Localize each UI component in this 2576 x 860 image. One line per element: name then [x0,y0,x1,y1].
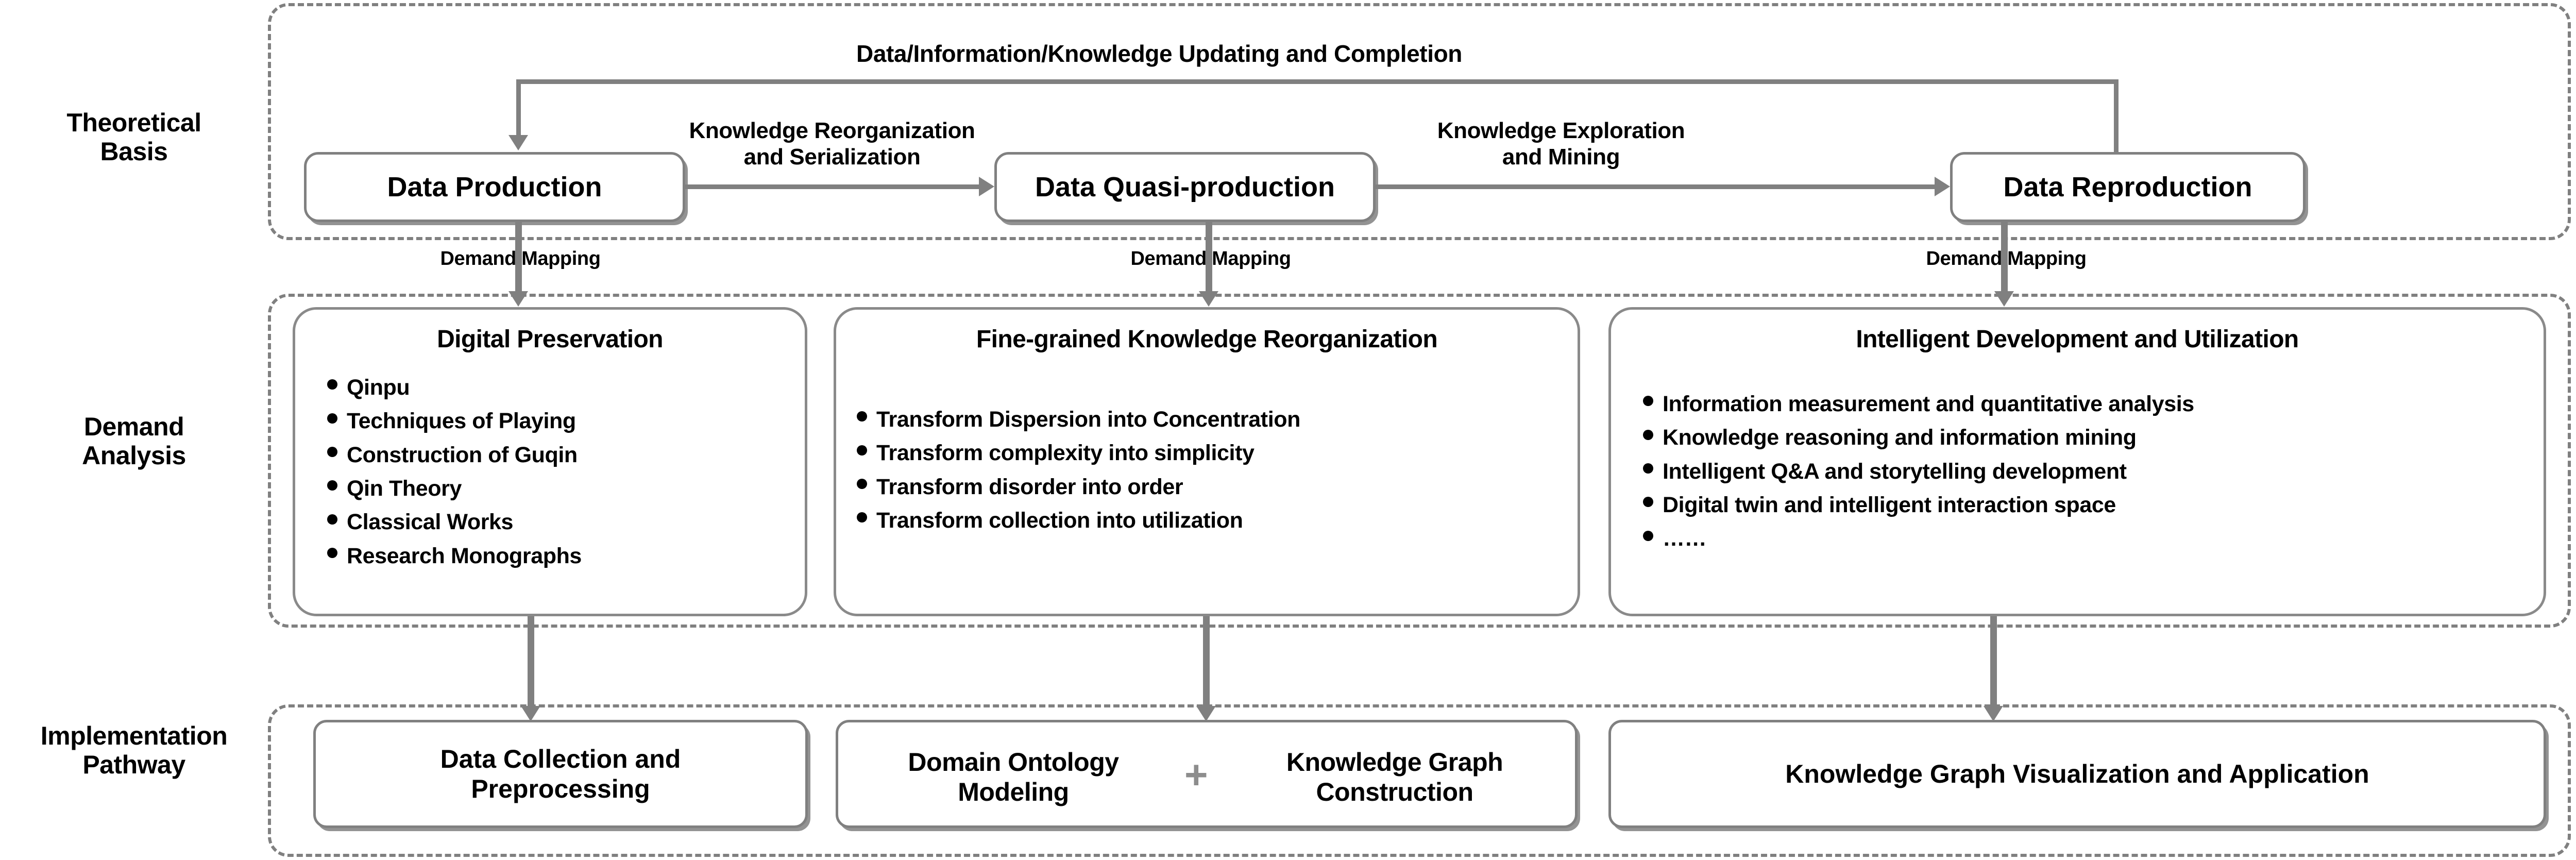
bullet-icon [857,445,867,456]
row-label-implementation-pathway-line1: Implementation [40,721,228,750]
plus-icon: + [1184,752,1208,797]
list-item: Digital twin and intelligent interaction… [1643,488,2544,522]
bullet-icon [327,447,337,458]
row-label-implementation-pathway: Implementation Pathway [0,721,268,779]
demand-mapping-connector-2 [1206,222,1212,294]
bullet-icon [327,548,337,559]
demand-analysis-band [268,294,2571,628]
row-label-demand-analysis: Demand Analysis [0,412,268,470]
card-digital-preservation[interactable]: Digital Preservation Qinpu Techniques of… [293,307,807,616]
list-item: Intelligent Q&A and storytelling develop… [1643,455,2544,488]
implementation-connector-3 [1990,616,1997,709]
bullet-icon [327,514,337,525]
demand-mapping-label-2: Demand Mapping [1130,248,1291,269]
list-item: Classical Works [327,505,805,539]
row-label-demand-analysis-line1: Demand [83,412,184,441]
bullet-icon [327,379,337,390]
bullet-icon [1643,396,1653,407]
node-data-reproduction-label: Data Reproduction [2003,172,2252,203]
list-item: Research Monographs [327,539,805,573]
feedback-loop-riser [2114,79,2119,154]
bullet-icon [1643,429,1653,440]
row-label-theoretical-basis-line2: Basis [100,137,168,166]
list-item: Techniques of Playing [327,404,805,438]
box-knowledge-graph-construction-text: Knowledge Graph Construction [1286,748,1503,806]
implementation-connector-1 [528,616,534,709]
bullet-icon [1643,497,1653,508]
implementation-connector-2 [1203,616,1210,709]
list-item: Transform complexity into simplicity [857,436,1578,470]
row-label-implementation-pathway-line2: Pathway [82,750,185,779]
demand-mapping-connector-1 [515,222,522,294]
list-item: Transform Dispersion into Concentration [857,403,1578,436]
bullet-icon [327,480,337,491]
list-item: …… [1643,522,2544,555]
bullet-icon [1643,463,1653,474]
feedback-loop-descender [516,79,521,136]
card-fine-grained-knowledge-reorganization-title: Fine-grained Knowledge Reorganization [976,326,1438,353]
implementation-pathway-band [268,704,2571,857]
row-label-theoretical-basis: Theoretical Basis [0,108,268,166]
card-intelligent-development-and-utilization-list: Information measurement and quantitative… [1643,387,2544,556]
list-item: Knowledge reasoning and information mini… [1643,421,2544,454]
implementation-arrowhead-3 [1984,706,2003,721]
theoretical-basis-band [268,3,2571,240]
edge-quasi-to-reproduction-line [1376,184,1935,189]
bullet-icon [857,411,867,422]
box-knowledge-graph-visualization-and-application[interactable]: Knowledge Graph Visualization and Applic… [1608,720,2546,828]
list-item: Transform collection into utilization [857,504,1578,537]
demand-mapping-connector-3 [2001,222,2008,294]
card-digital-preservation-title: Digital Preservation [437,326,663,353]
row-label-demand-analysis-line2: Analysis [82,441,186,470]
bullet-icon [857,512,867,523]
edge-production-to-quasi-line [685,184,979,189]
edge-label-knowledge-exploration: Knowledge Exploration and Mining [1437,118,1685,170]
box-ontology-and-knowledge-graph[interactable]: Domain Ontology Modeling + Knowledge Gra… [836,720,1578,828]
row-label-theoretical-basis-line1: Theoretical [66,108,201,137]
card-fine-grained-knowledge-reorganization-list: Transform Dispersion into Concentration … [857,403,1578,537]
bullet-icon [857,479,867,490]
bullet-icon [1643,530,1653,541]
box-data-collection-and-preprocessing[interactable]: Data Collection and Preprocessing [313,720,808,828]
list-item: Construction of Guqin [327,439,805,472]
list-item: Qin Theory [327,472,805,505]
demand-mapping-label-3: Demand Mapping [1926,248,2087,269]
feedback-loop-top [516,79,2119,84]
list-item: Transform disorder into order [857,470,1578,504]
feedback-loop-arrowhead [509,135,528,150]
bullet-icon [327,413,337,424]
card-digital-preservation-list: Qinpu Techniques of Playing Construction… [327,371,805,573]
node-data-production-label: Data Production [387,172,602,203]
card-fine-grained-knowledge-reorganization[interactable]: Fine-grained Knowledge Reorganization Tr… [834,307,1580,616]
demand-mapping-label-1: Demand Mapping [440,248,601,269]
list-item: Information measurement and quantitative… [1643,387,2544,421]
edge-label-knowledge-reorganization: Knowledge Reorganization and Serializati… [689,118,975,170]
feedback-loop-label: Data/Information/Knowledge Updating and … [856,40,1462,67]
node-data-reproduction[interactable]: Data Reproduction [1950,152,2306,222]
list-item: Qinpu [327,371,805,404]
implementation-arrowhead-2 [1196,706,1216,721]
implementation-arrowhead-1 [521,706,540,721]
edge-quasi-to-reproduction-arrowhead [1935,177,1950,196]
edge-production-to-quasi-arrowhead [979,177,994,196]
box-domain-ontology-modeling-text: Domain Ontology Modeling [908,748,1119,806]
card-intelligent-development-and-utilization[interactable]: Intelligent Development and Utilization … [1608,307,2546,616]
node-data-production[interactable]: Data Production [304,152,685,222]
card-intelligent-development-and-utilization-title: Intelligent Development and Utilization [1856,326,2299,353]
node-data-quasi-production-label: Data Quasi-production [1035,172,1335,203]
node-data-quasi-production[interactable]: Data Quasi-production [994,152,1376,222]
